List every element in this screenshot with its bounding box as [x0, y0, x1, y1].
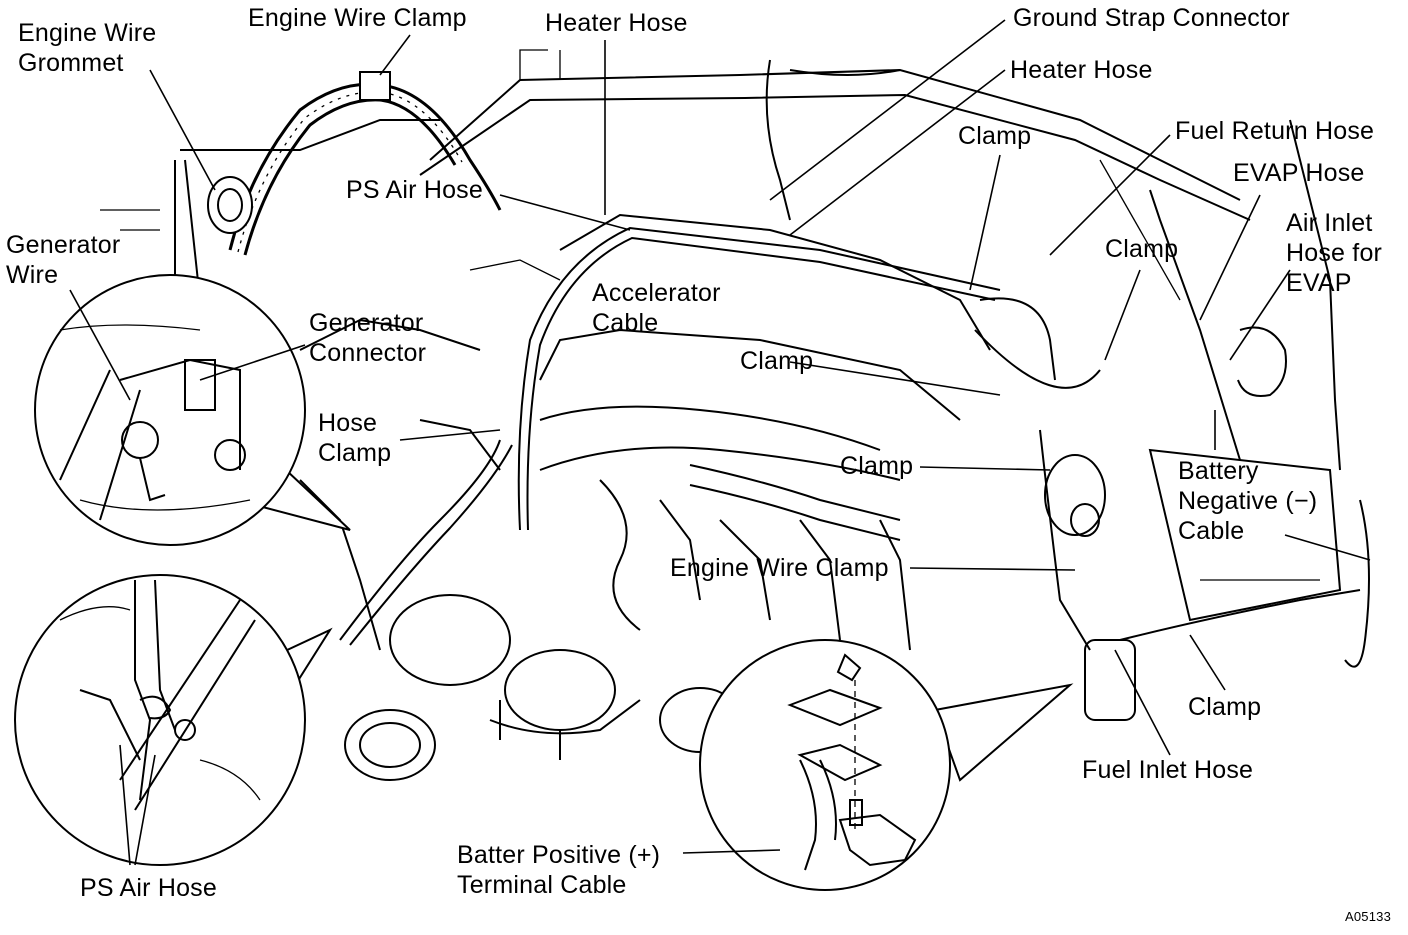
engine-wire-clamp-shape — [359, 71, 391, 101]
label-clamp-top: Clamp — [958, 122, 1032, 150]
label-clamp-right: Clamp — [1105, 235, 1179, 263]
label-engine-wire-clamp-top: Engine Wire Clamp — [248, 4, 467, 32]
label-air-inlet-hose-evap: Air Inlet Hose for EVAP — [1286, 209, 1383, 297]
engine-wire-harness — [207, 71, 502, 256]
label-heater-hose-right: Heater Hose — [1010, 56, 1153, 84]
ps-air-hose-lines — [339, 59, 1370, 668]
label-battery-negative-cable: Battery Negative (−) Cable — [1178, 457, 1318, 545]
label-clamp-mid: Clamp — [740, 347, 814, 375]
label-fuel-return-hose: Fuel Return Hose — [1175, 117, 1375, 145]
engine-outline — [100, 49, 1342, 781]
label-clamp-lower: Clamp — [840, 452, 914, 480]
inset-generator — [34, 274, 351, 546]
figure-id: A05133 — [1345, 909, 1392, 924]
label-evap-hose: EVAP Hose — [1233, 159, 1365, 187]
label-clamp-bottom-right: Clamp — [1188, 693, 1262, 721]
label-accelerator-cable: Accelerator Cable — [592, 279, 721, 337]
label-ps-air-hose-bottom: PS Air Hose — [80, 874, 217, 902]
label-ground-strap-connector: Ground Strap Connector — [1013, 4, 1290, 32]
engine-wire-grommet-shape — [207, 176, 253, 234]
label-ps-air-hose-top: PS Air Hose — [346, 176, 483, 204]
label-hose-clamp: Hose Clamp — [318, 409, 392, 467]
label-engine-wire-clamp-mid: Engine Wire Clamp — [670, 554, 889, 582]
inset-battery-positive — [699, 639, 1074, 891]
label-heater-hose-top: Heater Hose — [545, 9, 688, 37]
label-generator-wire: Generator Wire — [6, 231, 121, 289]
inset-ps-air-hose — [14, 574, 333, 866]
label-engine-wire-grommet: Engine Wire Grommet — [18, 19, 157, 77]
label-battery-positive-cable: Batter Positive (+) Terminal Cable — [457, 841, 661, 899]
label-generator-connector: Generator Connector — [309, 309, 427, 367]
label-fuel-inlet-hose: Fuel Inlet Hose — [1082, 756, 1254, 784]
leader-lines — [69, 19, 1371, 866]
